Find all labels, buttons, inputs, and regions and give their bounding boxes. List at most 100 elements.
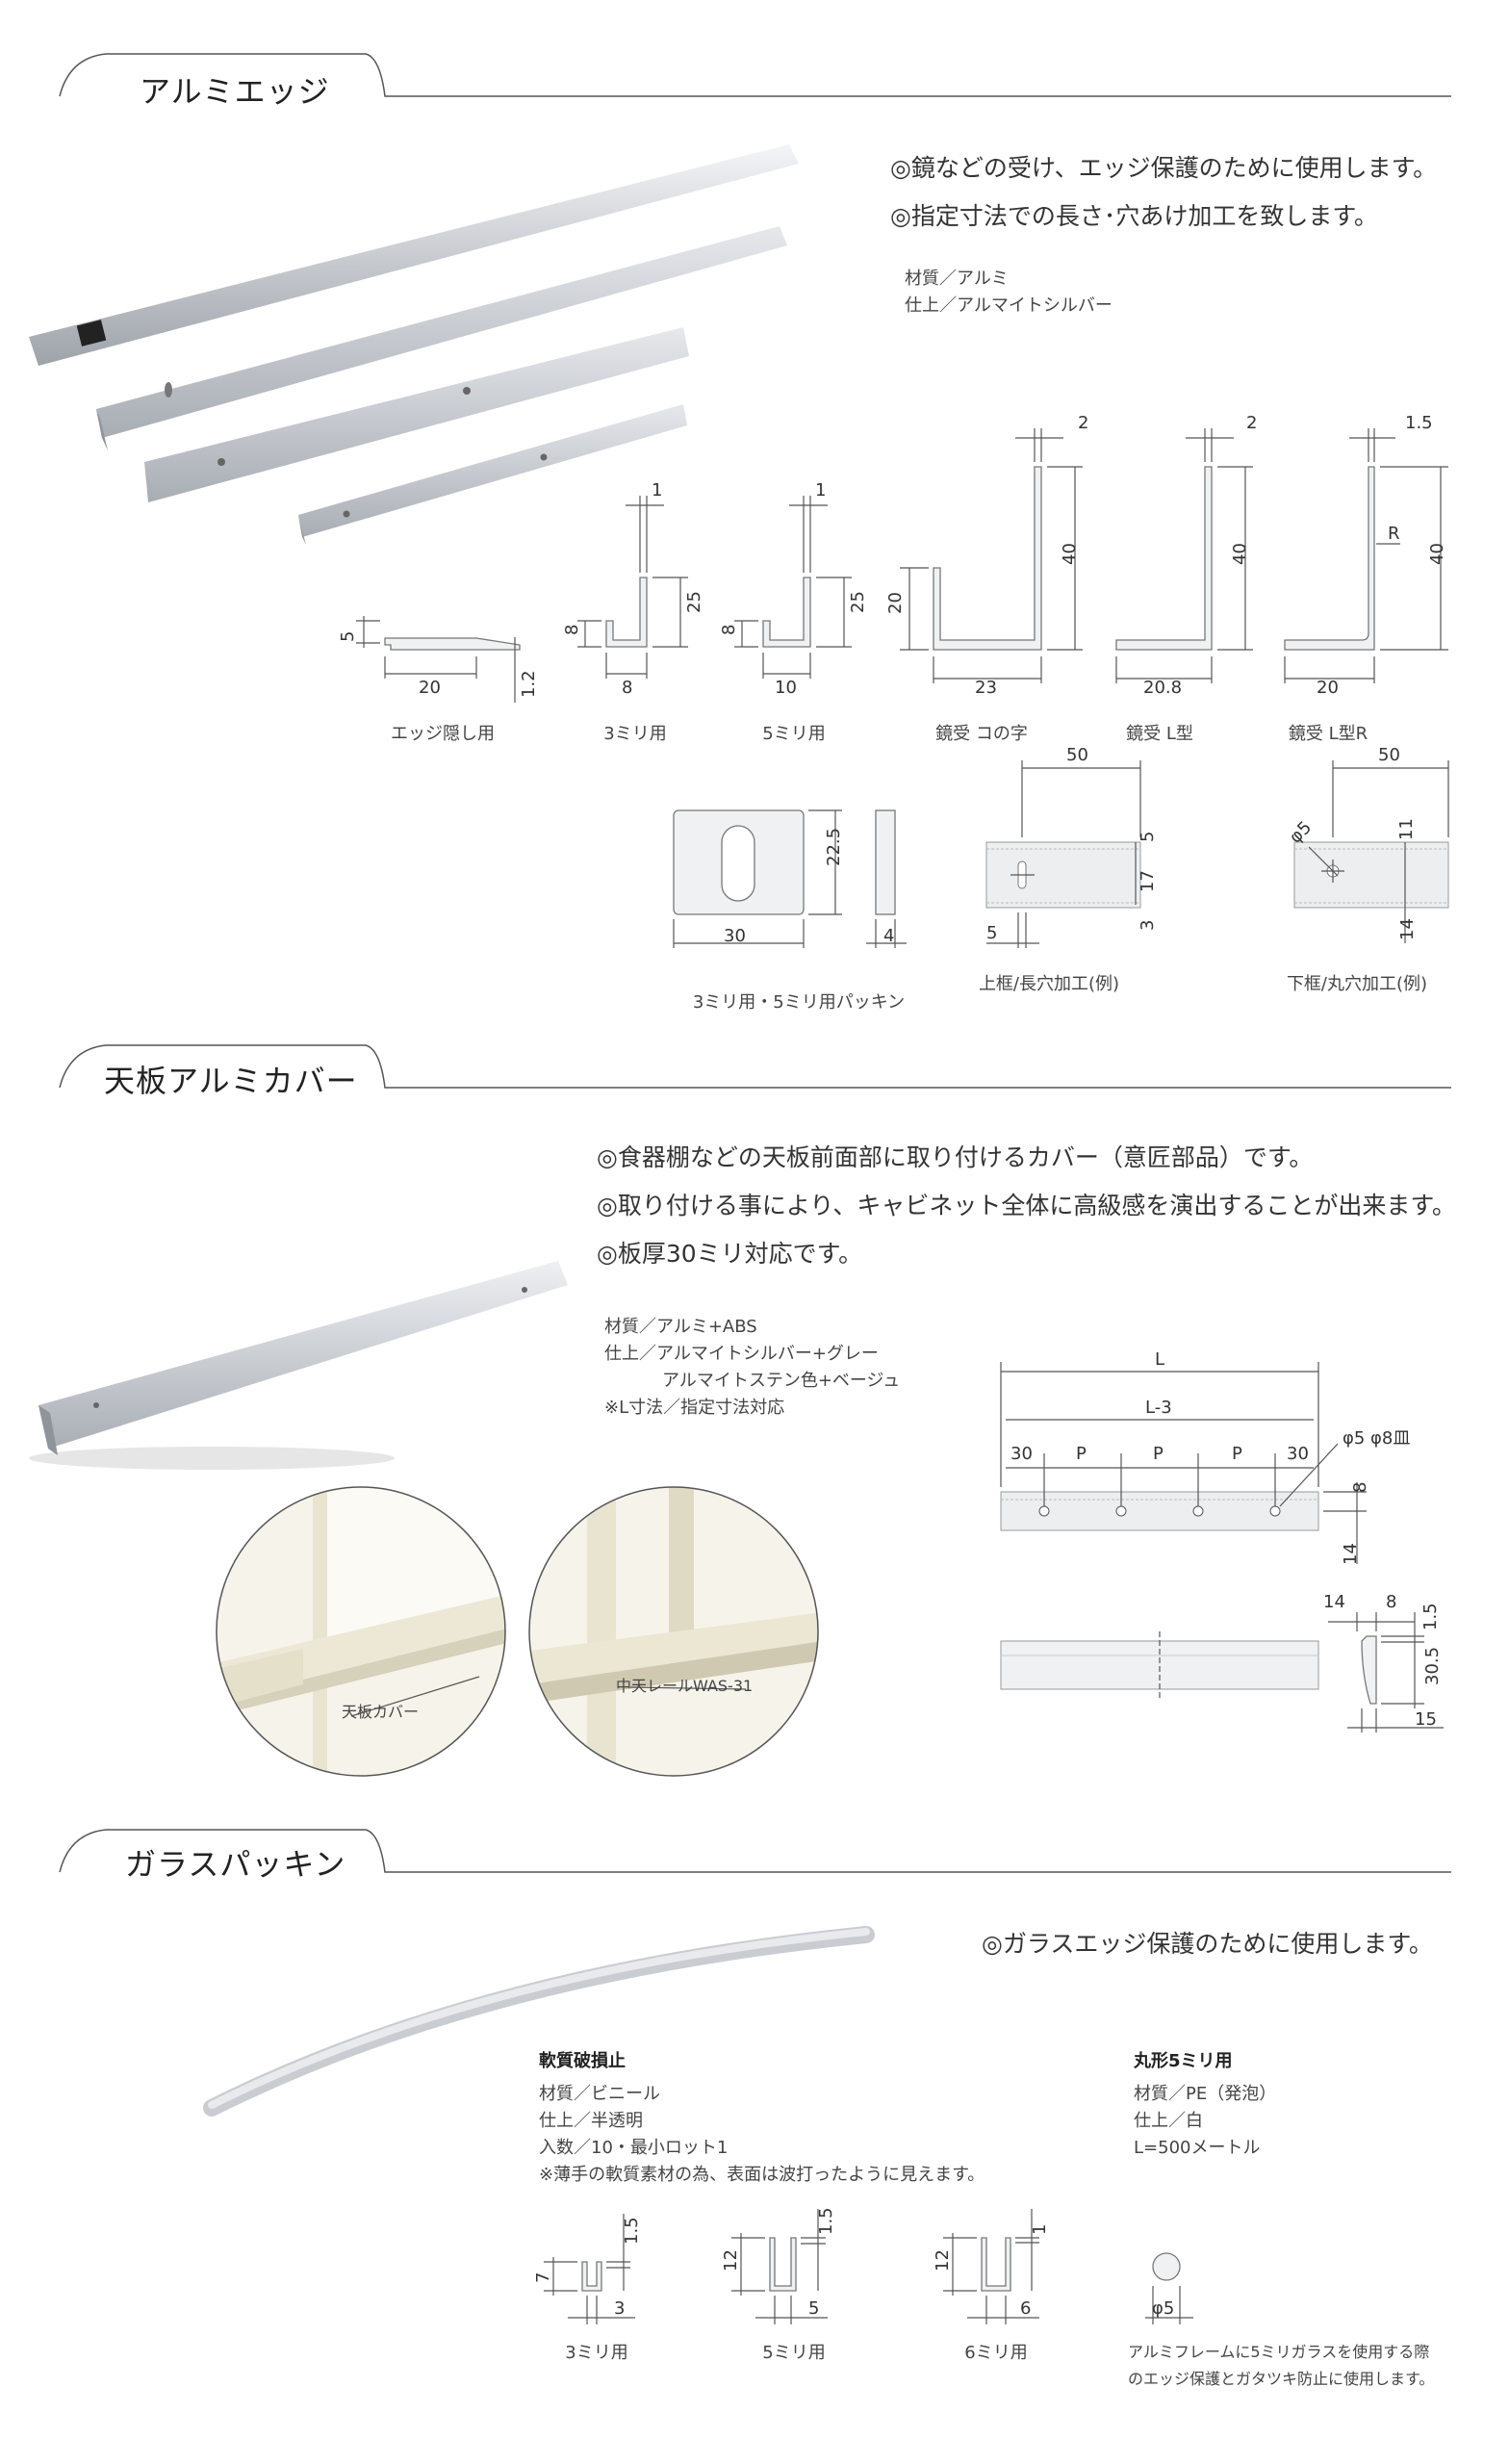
edge-detail-drawings: 22.5 30 4 50 5 17 3 5 φ5 50 — [673, 745, 1449, 948]
svg-text:P: P — [1153, 1444, 1164, 1464]
caption-slot-hole: 上框/長穴加工(例) — [978, 974, 1120, 994]
svg-text:3: 3 — [1138, 920, 1158, 931]
svg-text:8: 8 — [1350, 1482, 1370, 1493]
glass-profile-6mm: 12 1 6 — [933, 2209, 1050, 2324]
svg-text:20.8: 20.8 — [1143, 678, 1182, 698]
section-header-line-cover — [59, 1044, 1451, 1089]
alu-cover-photo — [29, 1261, 568, 1470]
svg-text:20: 20 — [885, 592, 906, 614]
cover-spec: 材質／アルミ+ABS 仕上／アルマイトシルバー+グレー アルマイトステン色+ベー… — [604, 1317, 901, 1418]
section-header-line-edge — [59, 53, 1451, 97]
callout-cover-label: 天板カバー — [342, 1703, 420, 1721]
svg-text:30: 30 — [724, 926, 746, 946]
glass-description: ◎ガラスエッジ保護のために使用します。 — [982, 1930, 1433, 1958]
svg-text:25: 25 — [848, 591, 868, 613]
svg-text:L-3: L-3 — [1145, 1398, 1172, 1418]
svg-text:14: 14 — [1397, 918, 1418, 940]
caption-glass-6mm: 6ミリ用 — [964, 2343, 1028, 2363]
svg-text:17: 17 — [1138, 870, 1158, 892]
svg-text:23: 23 — [975, 678, 997, 698]
svg-text:14: 14 — [1323, 1592, 1345, 1612]
cover-install-illustrations — [216, 1486, 819, 1777]
svg-text:5: 5 — [338, 631, 358, 642]
svg-text:1: 1 — [1030, 2224, 1050, 2235]
svg-text:P: P — [1076, 1444, 1087, 1464]
caption-round-hole: 下框/丸穴加工(例) — [1286, 974, 1428, 994]
profile-mirror-u: 2 40 20 23 — [885, 413, 1088, 698]
svg-text:20: 20 — [1317, 678, 1339, 698]
svg-text:2: 2 — [1246, 413, 1257, 433]
caption-mirror-u: 鏡受 コの字 — [935, 724, 1028, 744]
svg-text:40: 40 — [1230, 543, 1250, 565]
caption-packing: 3ミリ用・5ミリ用パッキン — [692, 992, 906, 1013]
svg-text:3: 3 — [614, 2298, 625, 2319]
svg-text:12: 12 — [721, 2249, 741, 2272]
svg-text:50: 50 — [1378, 745, 1400, 765]
svg-text:1.5: 1.5 — [816, 2207, 836, 2235]
cover-callout-circle-1 — [217, 1487, 505, 1776]
svg-text:5: 5 — [808, 2298, 819, 2319]
svg-text:25: 25 — [684, 591, 704, 613]
round-packing-note: アルミフレームに5ミリガラスを使用する際 のエッジ保護とガタツキ防止に使用します… — [1128, 2343, 1435, 2388]
svg-text:2: 2 — [1078, 413, 1088, 433]
svg-text:22.5: 22.5 — [824, 828, 844, 866]
glass-packing-photo — [203, 1926, 875, 2117]
svg-text:50: 50 — [1066, 745, 1088, 765]
svg-text:1: 1 — [815, 480, 826, 500]
glass-profile-3mm: 7 1.5 3 — [533, 2214, 642, 2324]
svg-text:4: 4 — [883, 926, 894, 946]
svg-text:φ5: φ5 — [1152, 2298, 1174, 2319]
svg-text:8: 8 — [562, 625, 582, 635]
round-hole-drawing: φ5 50 11 14 — [1286, 745, 1449, 943]
profile-edge-hide: 5 20 1.2 — [338, 616, 539, 703]
svg-text:φ5 φ8皿: φ5 φ8皿 — [1343, 1428, 1410, 1449]
svg-text:12: 12 — [933, 2249, 953, 2272]
svg-text:11: 11 — [1396, 818, 1417, 840]
svg-text:L: L — [1155, 1349, 1164, 1370]
svg-text:5: 5 — [986, 923, 997, 943]
svg-text:1.5: 1.5 — [622, 2217, 642, 2245]
svg-text:1.5: 1.5 — [1420, 1603, 1441, 1630]
caption-5mm: 5ミリ用 — [762, 724, 826, 744]
svg-text:1: 1 — [652, 480, 662, 500]
svg-text:8: 8 — [1386, 1592, 1396, 1612]
svg-text:7: 7 — [533, 2272, 553, 2283]
svg-text:8: 8 — [719, 625, 739, 635]
svg-text:10: 10 — [775, 678, 797, 698]
section-title-edge: アルミエッジ — [140, 73, 330, 110]
edge-profile-drawings: 5 20 1.2 1 25 8 8 1 25 8 10 — [338, 413, 1448, 703]
aluminum-edge-photo — [29, 144, 799, 545]
cover-technical-drawing: L L-3 30 P P P 30 φ5 φ8皿 8 14 14 8 1.5 3… — [1000, 1349, 1444, 1732]
svg-text:8: 8 — [622, 678, 632, 698]
caption-edge-hide: エッジ隠し用 — [391, 724, 495, 744]
glass-profile-5mm: 12 1.5 5 — [721, 2207, 836, 2324]
edge-spec: 材質／アルミ 仕上／アルマイトシルバー — [905, 269, 1113, 316]
section-title-cover: 天板アルミカバー — [104, 1063, 358, 1099]
profile-5mm: 1 25 8 10 — [719, 480, 868, 698]
edge-description: ◎鏡などの受け、エッジ保護のために使用します。 ◎指定寸法での長さ･穴あけ加工を… — [890, 154, 1438, 230]
callout-rail-label: 中天レールWAS-31 — [616, 1677, 754, 1695]
caption-mirror-l: 鏡受 L型 — [1126, 724, 1193, 744]
svg-text:14: 14 — [1341, 1543, 1361, 1565]
glass-round-drawing: φ5 — [1145, 2252, 1193, 2324]
svg-text:40: 40 — [1427, 543, 1447, 565]
svg-text:6: 6 — [1020, 2298, 1031, 2319]
section-title-glass: ガラスパッキン — [125, 1846, 346, 1883]
svg-text:20: 20 — [419, 678, 441, 698]
glass-profile-drawings: 7 1.5 3 12 1.5 5 12 1 6 φ5 — [533, 2207, 1193, 2324]
svg-text:1.5: 1.5 — [1405, 413, 1433, 433]
svg-text:R: R — [1388, 524, 1400, 544]
profile-mirror-lr: 1.5 R 40 20 — [1284, 413, 1448, 698]
section-header-line-glass — [59, 1829, 1451, 1873]
cover-description: ◎食器棚などの天板前面部に取り付けるカバー（意匠部品）です。 ◎取り付ける事によ… — [597, 1143, 1456, 1268]
svg-text:40: 40 — [1060, 543, 1080, 565]
caption-3mm: 3ミリ用 — [603, 724, 667, 744]
packing-drawing: 22.5 30 4 — [673, 809, 907, 948]
svg-text:30: 30 — [1010, 1444, 1033, 1464]
profile-3mm: 1 25 8 8 — [562, 480, 704, 698]
svg-text:1.2: 1.2 — [519, 670, 539, 698]
caption-glass-5mm: 5ミリ用 — [762, 2343, 826, 2363]
caption-mirror-lr: 鏡受 L型R — [1288, 724, 1368, 744]
svg-text:15: 15 — [1415, 1709, 1437, 1730]
soft-packing-spec: 軟質破損止 材質／ビニール 仕上／半透明 入数／10・最小ロット1 ※薄手の軟質… — [539, 2051, 985, 2185]
